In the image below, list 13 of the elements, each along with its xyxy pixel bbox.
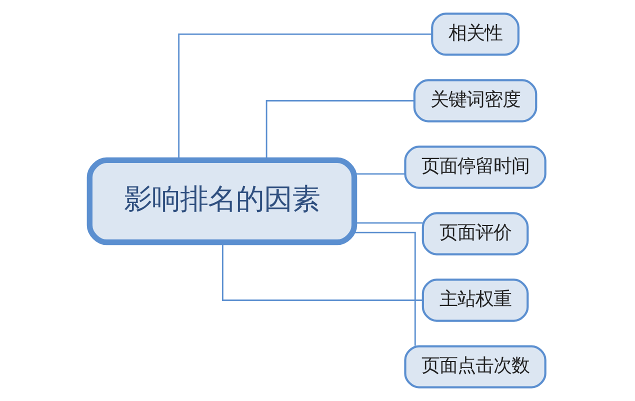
- node-box: 相关性: [431, 12, 520, 56]
- connector: [354, 222, 423, 224]
- node-box: 主站权重: [422, 278, 529, 322]
- node-box: 页面停留时间: [404, 146, 546, 189]
- node-box: 影响排名的因素: [86, 157, 358, 246]
- connector: [354, 232, 416, 346]
- node-box: 关键词密度: [413, 79, 538, 122]
- connector: [178, 34, 432, 160]
- node-box: 页面点击次数: [404, 345, 546, 388]
- connector: [222, 242, 422, 301]
- node-box: 页面评价: [422, 212, 529, 256]
- connector: [354, 173, 406, 175]
- connector: [266, 100, 414, 160]
